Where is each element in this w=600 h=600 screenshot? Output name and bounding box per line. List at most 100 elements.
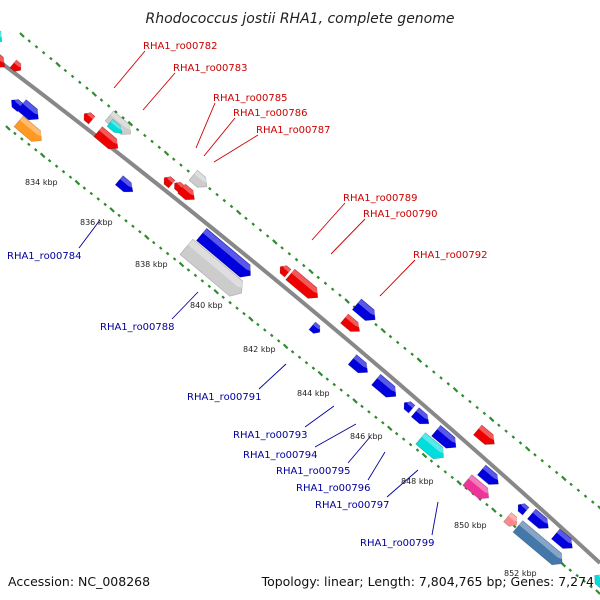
leader-line bbox=[386, 469, 419, 498]
lower-gene-label[interactable]: RHA1_ro00788 bbox=[100, 322, 175, 333]
gene-arrow[interactable] bbox=[351, 298, 379, 325]
lower-gene-label[interactable]: RHA1_ro00791 bbox=[187, 392, 262, 403]
tick-mark-upper bbox=[561, 475, 567, 482]
gene-arrow-highlight bbox=[556, 529, 575, 546]
gene-arrow[interactable] bbox=[177, 183, 199, 204]
topology-text: Topology: linear; Length: 7,804,765 bp; … bbox=[261, 574, 594, 589]
gene-arrow[interactable] bbox=[0, 43, 9, 72]
tick-mark-lower bbox=[82, 186, 87, 190]
gene-arrow-body bbox=[503, 512, 518, 527]
tick-mark-lower bbox=[297, 355, 302, 360]
gene-arrow-body bbox=[13, 115, 42, 142]
tick-mark-upper bbox=[504, 429, 508, 433]
leader-line bbox=[195, 102, 216, 149]
gene-arrow[interactable] bbox=[277, 263, 292, 278]
gene-arrow-body bbox=[526, 508, 549, 529]
tick-mark-upper bbox=[488, 416, 495, 423]
tick-mark-upper bbox=[583, 494, 588, 498]
gene-arrow-highlight bbox=[0, 13, 5, 39]
lower-gene-label[interactable]: RHA1_ro00794 bbox=[243, 450, 318, 461]
upper-gene-label[interactable]: RHA1_ro00792 bbox=[413, 250, 488, 261]
gene-arrow[interactable] bbox=[161, 174, 176, 189]
tick-mark-lower bbox=[290, 350, 295, 354]
gene-arrow[interactable] bbox=[179, 238, 248, 301]
gene-arrow[interactable] bbox=[410, 407, 433, 429]
upper-gene-label[interactable]: RHA1_ro00785 bbox=[213, 93, 288, 104]
gene-arrow[interactable] bbox=[93, 126, 122, 154]
gene-arrow[interactable] bbox=[195, 227, 255, 281]
tick-mark-upper bbox=[518, 441, 523, 445]
lower-gene-label[interactable]: RHA1_ro00796 bbox=[296, 483, 371, 494]
upper-gene-label[interactable]: RHA1_ro00789 bbox=[343, 193, 418, 204]
gene-arrow-body bbox=[106, 118, 123, 134]
gene-arrow[interactable] bbox=[13, 115, 46, 146]
gene-arrow[interactable] bbox=[512, 520, 567, 570]
lower-gene-label[interactable]: RHA1_ro00797 bbox=[315, 500, 390, 511]
gene-arrow[interactable] bbox=[503, 512, 521, 530]
gene-arrow-body bbox=[351, 298, 376, 321]
gene-arrow[interactable] bbox=[106, 118, 125, 136]
gene-arrow[interactable] bbox=[347, 354, 372, 378]
upper-gene-label[interactable]: RHA1_ro00790 bbox=[363, 209, 438, 220]
gene-arrow-body bbox=[177, 183, 195, 200]
lower-gene-label[interactable]: RHA1_ro00784 bbox=[7, 251, 82, 262]
gene-arrow[interactable] bbox=[104, 110, 135, 139]
upper-gene-label[interactable]: RHA1_ro00782 bbox=[143, 41, 218, 52]
gene-arrow[interactable] bbox=[340, 313, 363, 336]
tick-mark-lower bbox=[235, 306, 239, 310]
lower-gene-label[interactable]: RHA1_ro00795 bbox=[276, 466, 351, 477]
tick-mark-upper bbox=[460, 393, 465, 398]
gene-arrow[interactable] bbox=[550, 528, 576, 553]
tick-mark-lower bbox=[172, 257, 177, 261]
gene-arrow[interactable] bbox=[114, 175, 137, 197]
gene-arrow[interactable] bbox=[515, 501, 530, 516]
tick-mark-lower bbox=[109, 207, 115, 213]
gene-arrow[interactable] bbox=[308, 321, 323, 336]
tick-mark-lower bbox=[589, 584, 593, 589]
tick-mark-lower bbox=[499, 513, 503, 518]
tick-mark-upper bbox=[395, 340, 400, 345]
gene-arrow-highlight bbox=[166, 175, 175, 184]
tick-mark-lower bbox=[415, 448, 420, 452]
gene-arrow[interactable] bbox=[415, 432, 449, 464]
tick-mark-upper bbox=[452, 386, 459, 393]
gene-arrow[interactable] bbox=[401, 399, 416, 414]
lower-gene-label[interactable]: RHA1_ro00799 bbox=[360, 538, 435, 549]
leader-line bbox=[78, 219, 101, 249]
gene-arrow-highlight bbox=[86, 111, 95, 120]
gene-arrow[interactable] bbox=[476, 464, 502, 489]
tick-mark-lower bbox=[401, 437, 406, 441]
tick-mark-upper bbox=[540, 458, 544, 463]
gene-arrow[interactable] bbox=[371, 373, 401, 401]
gene-arrow[interactable] bbox=[462, 474, 493, 504]
gene-arrow[interactable] bbox=[9, 59, 24, 74]
gene-arrow[interactable] bbox=[0, 12, 6, 47]
tick-mark-upper bbox=[208, 186, 212, 191]
map-title: Rhodococcus jostii RHA1, complete genome bbox=[145, 11, 454, 27]
upper-gene-label[interactable]: RHA1_ro00783 bbox=[173, 63, 248, 74]
gene-arrow[interactable] bbox=[526, 508, 552, 533]
gene-arrow-body bbox=[347, 354, 368, 374]
tick-mark-lower bbox=[256, 322, 260, 327]
kbp-label: 836 kbp bbox=[80, 218, 113, 227]
kbp-label: 846 kbp bbox=[350, 432, 383, 441]
gene-arrow[interactable] bbox=[188, 169, 211, 192]
gene-arrow[interactable] bbox=[472, 424, 498, 449]
upper-gene-label[interactable]: RHA1_ro00786 bbox=[233, 108, 308, 119]
gene-arrow[interactable] bbox=[285, 268, 323, 303]
gene-arrow[interactable] bbox=[16, 99, 43, 125]
tick-mark-upper bbox=[265, 234, 270, 238]
label-leader-lines bbox=[78, 50, 439, 536]
leader-line bbox=[171, 291, 199, 320]
tick-mark-upper bbox=[244, 216, 248, 221]
leader-line bbox=[314, 423, 357, 448]
upper-gene-label[interactable]: RHA1_ro00787 bbox=[256, 125, 331, 136]
lower-gene-label[interactable]: RHA1_ro00793 bbox=[233, 430, 308, 441]
leader-line bbox=[213, 134, 259, 163]
tick-mark-upper bbox=[215, 192, 219, 197]
gene-arrow-highlight bbox=[13, 97, 24, 107]
gene-arrow[interactable] bbox=[431, 424, 461, 452]
gene-arrow[interactable] bbox=[81, 110, 96, 125]
tick-mark-upper bbox=[135, 127, 140, 132]
gene-arrow[interactable] bbox=[172, 180, 185, 193]
